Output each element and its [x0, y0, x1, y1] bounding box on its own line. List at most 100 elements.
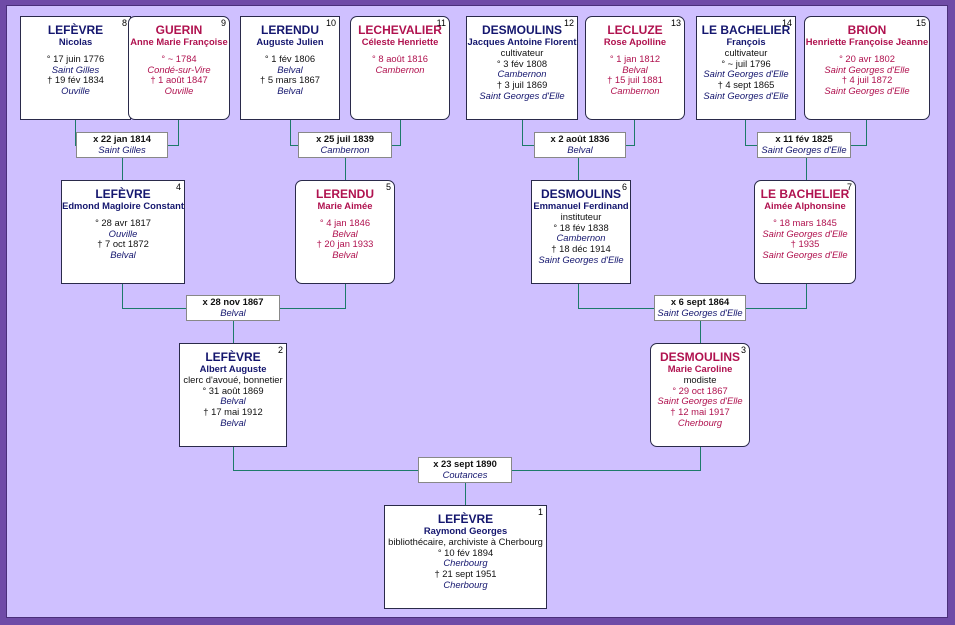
person-card[interactable]: 6 DESMOULINS Emmanuel Ferdinand institut… [531, 180, 631, 284]
person-given-name: Jacques Antoine Florent [467, 36, 577, 47]
person-given-name: François [726, 36, 766, 47]
death-date: † 5 mars 1867 [260, 74, 320, 86]
person-number: 3 [740, 345, 746, 355]
person-card[interactable]: 10 LERENDU Auguste Julien ° 1 fév 1806 B… [240, 16, 340, 120]
marriage-box[interactable]: x 23 sept 1890 Coutances [418, 457, 512, 483]
birth-place: Saint Georges d'Elle [703, 68, 789, 80]
person-given-name: Auguste Julien [256, 36, 324, 47]
marriage-place: Saint Gilles [98, 143, 146, 155]
death-place: Saint Georges d'Elle [703, 89, 789, 101]
birth-place: Condé-sur-Vire [147, 63, 211, 75]
occupation: cultivateur [724, 46, 768, 58]
birth-date: ° 20 avr 1802 [839, 52, 895, 64]
person-surname: DESMOULINS [659, 350, 740, 364]
marriage-date: x 2 août 1836 [550, 133, 610, 144]
birth-date: ° 10 fév 1894 [437, 546, 494, 558]
person-surname: LEFÈVRE [205, 350, 261, 364]
death-place: Belval [277, 85, 303, 97]
person-number: 12 [563, 18, 574, 28]
person-card[interactable]: 11 LECHEVALIER Céleste Henriette ° 8 aoû… [350, 16, 450, 120]
marriage-box[interactable]: x 2 août 1836 Belval [534, 132, 626, 158]
marriage-box[interactable]: x 11 fév 1825 Saint Georges d'Elle [757, 132, 851, 158]
birth-place: Belval [277, 63, 303, 75]
marriage-box[interactable]: x 6 sept 1864 Saint Georges d'Elle [654, 295, 746, 321]
death-place: Ouville [61, 85, 90, 97]
death-place: Cambernon [610, 85, 660, 97]
death-date: † 19 fév 1834 [47, 74, 104, 86]
person-number: 2 [277, 345, 283, 355]
death-place: Cherbourg [677, 416, 723, 428]
person-card[interactable]: 4 LEFÈVRE Edmond Magloire Constant ° 28 … [61, 180, 185, 284]
occupation: modiste [683, 373, 717, 385]
birth-place: Belval [220, 395, 246, 407]
death-place: Saint Georges d'Elle [762, 249, 848, 261]
marriage-date: x 28 nov 1867 [202, 296, 264, 307]
death-place: Saint Georges d'Elle [538, 253, 624, 265]
person-given-name: Emmanuel Ferdinand [533, 200, 629, 211]
marriage-date: x 6 sept 1864 [670, 296, 730, 307]
person-number: 15 [915, 18, 926, 28]
death-date: † 4 sept 1865 [717, 79, 775, 91]
birth-date: ° 18 fév 1838 [553, 221, 609, 233]
death-date: † 4 juil 1872 [841, 74, 893, 86]
birth-date: ° 1 jan 1812 [609, 52, 661, 64]
birth-date: ° 3 fév 1808 [496, 57, 548, 69]
marriage-box[interactable]: x 25 juil 1839 Cambernon [298, 132, 392, 158]
person-card[interactable]: 12 DESMOULINS Jacques Antoine Florent cu… [466, 16, 578, 120]
occupation: clerc d'avoué, bonnetier [183, 373, 283, 385]
person-given-name: Henriette Françoise Jeanne [805, 36, 929, 47]
marriage-box[interactable]: x 22 jan 1814 Saint Gilles [76, 132, 168, 158]
person-card[interactable]: 5 LERENDU Marie Aimée ° 4 jan 1846 Belva… [295, 180, 395, 284]
person-number: 8 [121, 18, 127, 28]
death-date: † 3 juil 1869 [496, 79, 548, 91]
death-date: † 1935 [790, 238, 820, 250]
birth-place: Belval [332, 227, 358, 239]
marriage-place: Cambernon [320, 143, 370, 155]
person-surname: DESMOULINS [481, 23, 562, 37]
person-number: 7 [846, 182, 852, 192]
person-card[interactable]: 8 LEFÈVRE Nicolas ° 17 juin 1776 Saint G… [20, 16, 131, 120]
person-given-name: Marie Aimée [317, 200, 373, 211]
marriage-place: Belval [220, 306, 246, 318]
person-given-name: Nicolas [58, 36, 93, 47]
birth-place: Saint Gilles [51, 63, 100, 75]
person-card[interactable]: 3 DESMOULINS Marie Caroline modiste ° 29… [650, 343, 750, 447]
person-given-name: Anne Marie Françoise [130, 36, 228, 47]
marriage-place: Belval [567, 143, 593, 155]
death-date: † 1 août 1847 [150, 74, 208, 86]
person-surname: LECLUZE [607, 23, 663, 37]
person-card[interactable]: 14 LE BACHELIER François cultivateur ° ~… [696, 16, 796, 120]
death-place: Ouville [164, 85, 194, 97]
person-given-name: Edmond Magloire Constant [62, 200, 184, 211]
marriage-box[interactable]: x 28 nov 1867 Belval [186, 295, 280, 321]
person-surname: LEFÈVRE [437, 512, 494, 526]
person-number: 5 [385, 182, 391, 192]
birth-place: Ouville [108, 227, 138, 239]
person-surname: LECHEVALIER [358, 23, 442, 37]
birth-place: Saint Georges d'Elle [657, 395, 743, 407]
marriage-date: x 23 sept 1890 [433, 458, 497, 469]
death-date: † 21 sept 1951 [434, 568, 497, 580]
person-number: 4 [175, 182, 181, 192]
person-surname: LEFÈVRE [95, 187, 151, 201]
person-card[interactable]: 2 LEFÈVRE Albert Auguste clerc d'avoué, … [179, 343, 287, 447]
person-number: 14 [781, 18, 792, 28]
person-card[interactable]: 7 LE BACHELIER Aimée Alphonsine ° 18 mar… [754, 180, 856, 284]
person-card[interactable]: 15 BRION Henriette Françoise Jeanne ° 20… [804, 16, 930, 120]
person-surname: LERENDU [315, 187, 374, 201]
person-card[interactable]: 9 GUERIN Anne Marie Françoise ° ~ 1784 C… [128, 16, 230, 120]
death-date: † 15 juil 1881 [607, 74, 663, 86]
person-surname: LERENDU [260, 23, 319, 37]
death-place: Saint Georges d'Elle [824, 85, 910, 97]
birth-place: Cherbourg [443, 557, 488, 569]
death-date: † 12 mai 1917 [670, 406, 730, 418]
person-card[interactable]: 13 LECLUZE Rose Apolline ° 1 jan 1812 Be… [585, 16, 685, 120]
person-number: 10 [325, 18, 336, 28]
person-number: 6 [621, 182, 627, 192]
birth-date: ° 18 mars 1845 [773, 216, 837, 228]
person-card[interactable]: 1 LEFÈVRE Raymond Georges bibliothécaire… [384, 505, 547, 609]
person-surname: LE BACHELIER [760, 187, 850, 201]
birth-date: ° 31 août 1869 [202, 384, 264, 396]
occupation: cultivateur [500, 46, 544, 58]
person-surname: GUERIN [155, 23, 203, 37]
